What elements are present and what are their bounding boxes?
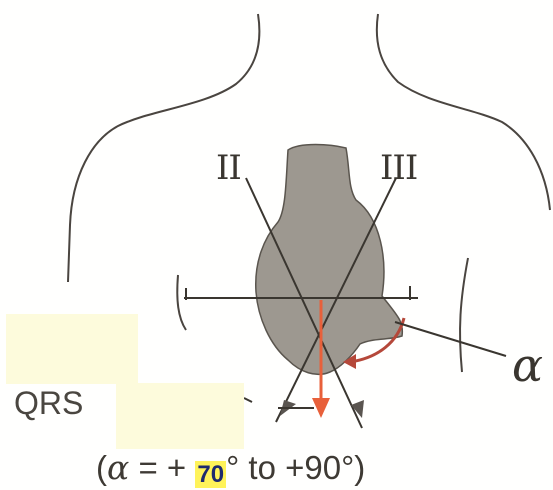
- lead-ii-label: II: [216, 148, 241, 188]
- axis-range-formula: (α = + 70° to +90°): [96, 448, 365, 487]
- formula-middle: = +: [129, 449, 195, 486]
- lead-iii-label: III: [380, 148, 417, 188]
- left-arm-line: [177, 275, 186, 330]
- formula-rest: ° to +90°): [226, 449, 365, 486]
- right-arm-line: [460, 258, 468, 372]
- formula-alpha: α: [107, 448, 129, 487]
- formula-open: (: [96, 449, 107, 486]
- alpha-pointer-line: [395, 322, 506, 356]
- qrs-label: QRS: [14, 385, 83, 422]
- alpha-label: α: [512, 338, 543, 392]
- label-patch-upper: [6, 314, 138, 384]
- qrs-vector-arrowhead: [312, 398, 330, 418]
- formula-highlight-value: 70: [195, 461, 226, 488]
- qrs-dash-short: [244, 398, 252, 402]
- label-patch-lower: [116, 383, 244, 449]
